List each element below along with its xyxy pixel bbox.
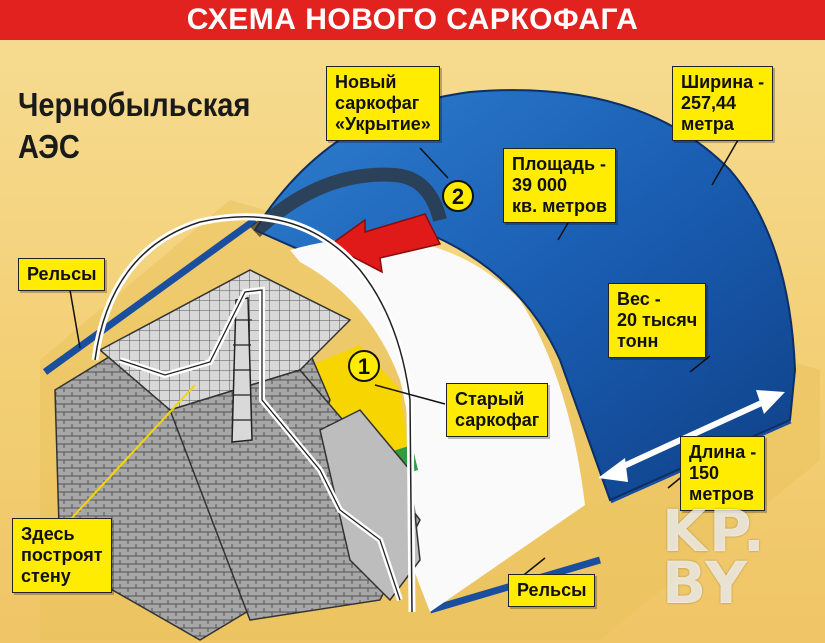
callout-weight: Вес - 20 тысяч тонн (608, 283, 707, 358)
reactor-steps (319, 409, 421, 602)
banner-title: СХЕМА НОВОГО САРКОФАГА (0, 0, 825, 40)
dome-rib (250, 167, 447, 238)
watermark-line1: KP. (662, 497, 767, 565)
callout-text: метров (689, 484, 754, 504)
watermark-line2: BY (662, 549, 750, 617)
callout-text: кв. метров (512, 196, 608, 216)
callout-width: Ширина - 257,44 метра (672, 66, 774, 141)
site-name-line1: Чернобыльская (18, 86, 251, 123)
callout-text: Вес - (617, 289, 661, 309)
leader-old (374, 384, 446, 405)
callout-text: Ширина - (681, 72, 765, 92)
callout-length: Длина - 150 метров (680, 436, 766, 511)
callout-text: саркофаг (455, 410, 540, 430)
leader-new (419, 147, 449, 179)
length-arrow-head-b (756, 390, 785, 414)
callout-text: стену (21, 566, 71, 586)
leader-weight (689, 355, 711, 373)
marker-2 (442, 180, 474, 212)
marker-2-label: 2 (452, 184, 464, 209)
callout-wall: Здесь построят стену (12, 518, 112, 593)
leader-rails-left (69, 289, 81, 349)
dome-interior (290, 237, 585, 612)
callout-text: Длина - (689, 442, 757, 462)
callout-rails-left: Рельсы (18, 258, 106, 291)
site-name-line2: АЭС (18, 128, 80, 165)
marker-1-label: 1 (358, 354, 370, 379)
callout-new-sarcophagus: Новый саркофаг «Укрытие» (326, 66, 440, 141)
callout-text: 150 (689, 463, 720, 483)
callout-text: саркофаг (335, 93, 420, 113)
callout-rails-bottom: Рельсы (508, 574, 596, 607)
red-arrow (328, 213, 442, 274)
callout-text: 39 000 (512, 175, 568, 195)
length-arrow-head-a (598, 458, 628, 482)
callout-text: метра (681, 114, 734, 134)
length-arrow-shaft (613, 397, 770, 473)
callout-text: 20 тысяч (617, 310, 698, 330)
site-name: Чернобыльская АЭС (18, 84, 250, 168)
marker-1 (348, 350, 380, 382)
callout-text: 257,44 (681, 93, 737, 113)
leader-width (711, 139, 739, 186)
callout-text: Площадь - (512, 154, 607, 174)
callout-text: Старый (455, 389, 525, 409)
leader-area (557, 222, 569, 241)
callout-old-sarcophagus: Старый саркофаг (446, 383, 549, 437)
callout-text: Новый (335, 72, 397, 92)
callout-text: тонн (617, 331, 659, 351)
callout-area: Площадь - 39 000 кв. метров (503, 148, 617, 223)
callout-text: Здесь (21, 524, 75, 544)
leader-wall (69, 384, 196, 521)
watermark: KP. BY (662, 497, 767, 617)
callout-text: «Укрытие» (335, 114, 431, 134)
callout-text: построят (21, 545, 103, 565)
